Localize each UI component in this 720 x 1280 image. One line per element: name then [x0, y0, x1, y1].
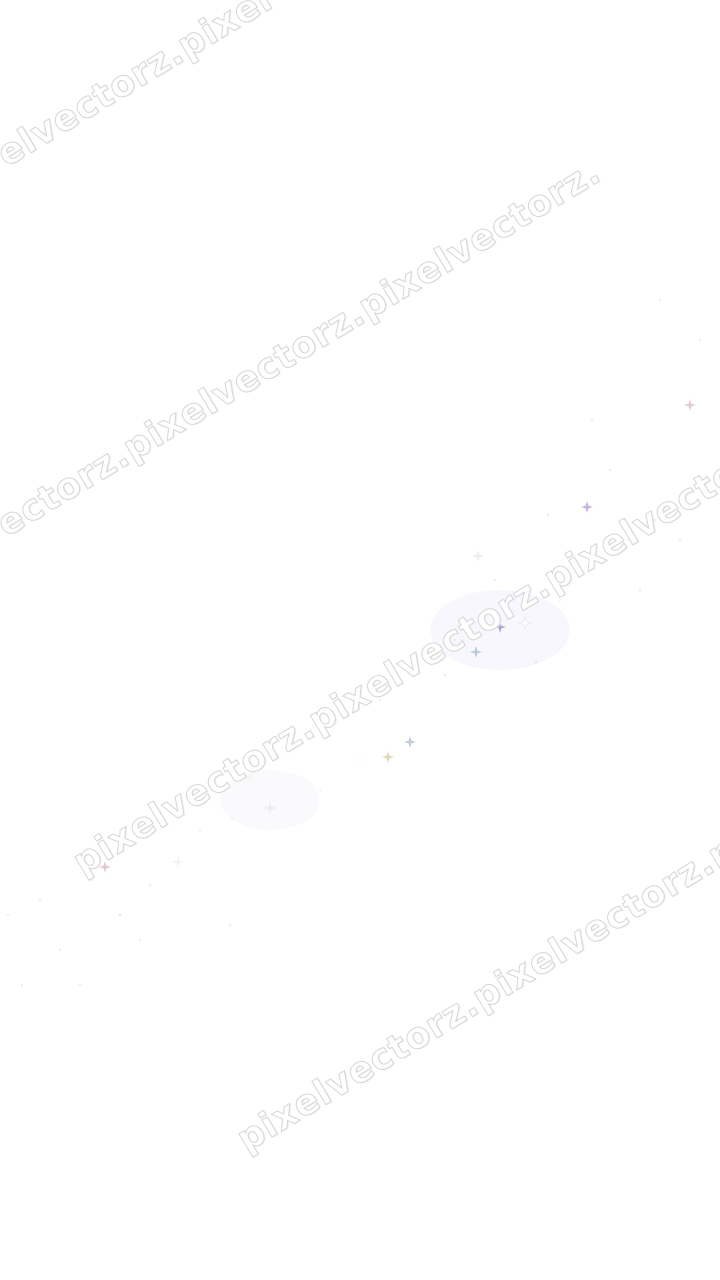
sparkle-star-icon — [581, 501, 593, 513]
sparkle-star-icon — [684, 399, 696, 411]
sparkle-star-icon — [472, 550, 484, 562]
sparkle-star-icon — [172, 856, 184, 868]
haze — [220, 770, 320, 830]
dust-dots — [7, 299, 701, 986]
sparkle-star-icon — [404, 736, 416, 748]
sparkle-star-icon — [382, 751, 394, 763]
